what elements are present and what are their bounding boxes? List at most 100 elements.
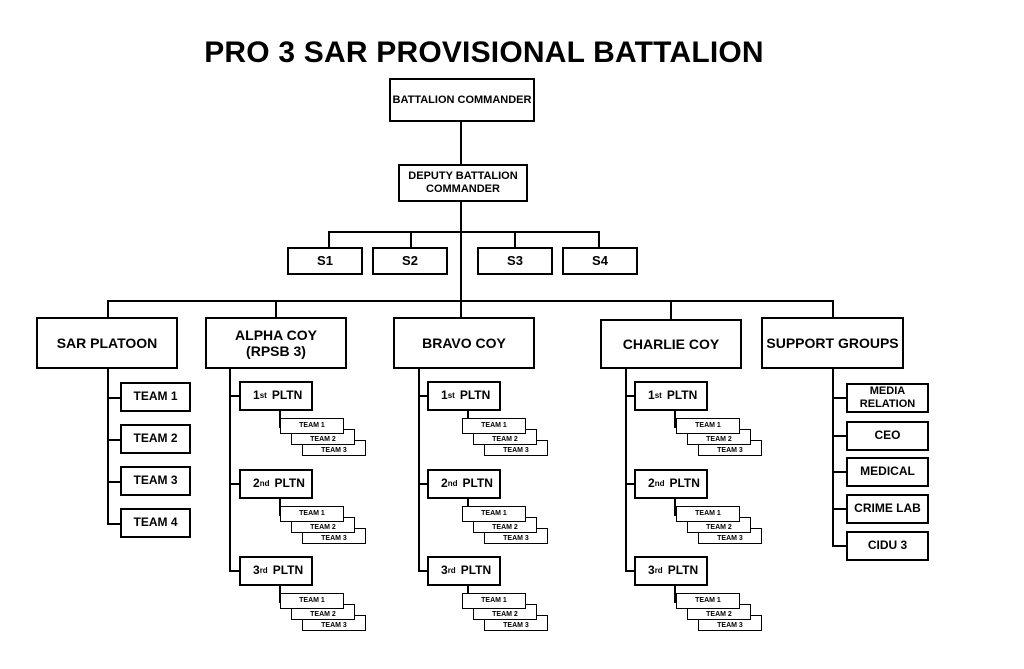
staff-box-s2: S2 — [372, 247, 448, 275]
connector-sar-platoon — [107, 300, 109, 318]
connector-sar-spine — [107, 369, 109, 525]
connector-charlie-teams — [674, 411, 676, 427]
connector-alpha-spine — [229, 369, 231, 571]
connector-support-4 — [832, 508, 846, 510]
pltn-number: 3 — [648, 563, 655, 578]
charlie-sub-team-box: TEAM 1 — [676, 418, 740, 434]
pltn-number: 1 — [441, 388, 448, 403]
connector-charlie-spine — [625, 369, 627, 571]
pltn-ordinal: rd — [447, 566, 456, 576]
sar-team-box: TEAM 3 — [120, 466, 191, 496]
connector-s4 — [598, 231, 600, 248]
connector-charlie-pltn — [625, 395, 634, 397]
pltn-label: PLTN — [666, 388, 698, 403]
staff-box-s3: S3 — [477, 247, 553, 275]
connector-main-trunk — [460, 201, 462, 302]
pltn-ordinal: rd — [654, 566, 663, 576]
unit-box-support-groups: SUPPORT GROUPS — [761, 317, 904, 369]
support-group-box: MEDIA RELATION — [846, 383, 929, 413]
pltn-label: PLTN — [459, 388, 491, 403]
connector-sar-team-1 — [107, 397, 121, 399]
connector-charlie-teams — [674, 586, 676, 602]
unit-box-charlie-coy: CHARLIE COY — [600, 319, 742, 369]
pltn-ordinal: nd — [447, 479, 458, 489]
staff-box-s4: S4 — [562, 247, 638, 275]
sar-team-box: TEAM 2 — [120, 424, 191, 454]
connector-bravo — [460, 300, 462, 318]
deputy-commander-box: DEPUTY BATTALION COMMANDER — [398, 164, 528, 202]
connector-alpha-teams-h — [279, 426, 280, 428]
support-group-box: CIDU 3 — [846, 531, 929, 561]
sar-team-box: TEAM 1 — [120, 382, 191, 412]
unit-box-alpha-coy: ALPHA COY (RPSB 3) — [205, 317, 347, 369]
support-group-box: MEDICAL — [846, 457, 929, 487]
connector-alpha-teams-h — [279, 514, 280, 516]
connector-support-3 — [832, 471, 846, 473]
connector-sar-team-4 — [107, 523, 121, 525]
alpha-sub-team-box: TEAM 1 — [280, 593, 344, 609]
pltn-number: 3 — [253, 563, 260, 578]
connector-charlie-pltn — [625, 483, 634, 485]
pltn-label: PLTN — [667, 563, 699, 578]
charlie-sub-team-box: TEAM 1 — [676, 506, 740, 522]
pltn-label: PLTN — [274, 476, 305, 491]
connector-bravo-pltn — [418, 570, 427, 572]
connector-s2 — [410, 231, 412, 248]
bravo-sub-team-box: TEAM 1 — [462, 506, 526, 522]
connector-bravo-spine — [418, 369, 420, 571]
connector-charlie-pltn — [625, 570, 634, 572]
charlie-sub-team-box: TEAM 1 — [676, 593, 740, 609]
pltn-label: PLTN — [669, 476, 700, 491]
connector-support-2 — [832, 435, 846, 437]
pltn-number: 1 — [648, 388, 655, 403]
pltn-label: PLTN — [462, 476, 493, 491]
pltn-label: PLTN — [272, 563, 304, 578]
pltn-number: 1 — [253, 388, 260, 403]
pltn-number: 2 — [648, 476, 655, 491]
connector-support-1 — [832, 397, 846, 399]
connector-charlie-teams-h — [674, 426, 676, 428]
pltn-label: PLTN — [271, 388, 303, 403]
connector-bravo-pltn — [418, 395, 427, 397]
connector-charlie — [670, 300, 672, 320]
pltn-number: 2 — [253, 476, 260, 491]
sar-team-box: TEAM 4 — [120, 508, 191, 538]
connector-alpha-teams-h — [279, 601, 280, 603]
alpha-sub-team-box: TEAM 1 — [280, 418, 344, 434]
unit-box-sar-platoon: SAR PLATOON — [36, 317, 178, 369]
support-group-box: CEO — [846, 421, 929, 451]
connector-charlie-teams — [674, 499, 676, 515]
connector-s1 — [328, 231, 330, 248]
connector-support-5 — [832, 545, 846, 547]
pltn-ordinal: st — [654, 391, 662, 401]
connector-alpha-pltn — [229, 395, 239, 397]
connector-alpha — [275, 300, 277, 318]
connector-alpha-pltn — [229, 483, 239, 485]
connector-staff-bar — [328, 231, 599, 233]
connector-sar-team-2 — [107, 439, 121, 441]
connector-cmd-to-deputy — [460, 121, 462, 165]
page-title: PRO 3 SAR PROVISIONAL BATTALION — [204, 36, 764, 69]
unit-box-bravo-coy: BRAVO COY — [393, 317, 535, 369]
alpha-sub-team-box: TEAM 1 — [280, 506, 344, 522]
pltn-number: 2 — [441, 476, 448, 491]
connector-support — [832, 300, 834, 318]
connector-units-bar — [107, 300, 833, 302]
battalion-commander-box: BATTALION COMMANDER — [389, 78, 535, 122]
staff-box-s1: S1 — [287, 247, 363, 275]
support-group-box: CRIME LAB — [846, 494, 929, 524]
bravo-sub-team-box: TEAM 1 — [462, 593, 526, 609]
connector-support-spine — [832, 369, 834, 546]
pltn-ordinal: rd — [259, 566, 268, 576]
pltn-ordinal: st — [259, 391, 267, 401]
pltn-ordinal: nd — [259, 479, 270, 489]
connector-bravo-pltn — [418, 483, 427, 485]
connector-alpha-pltn — [229, 570, 239, 572]
